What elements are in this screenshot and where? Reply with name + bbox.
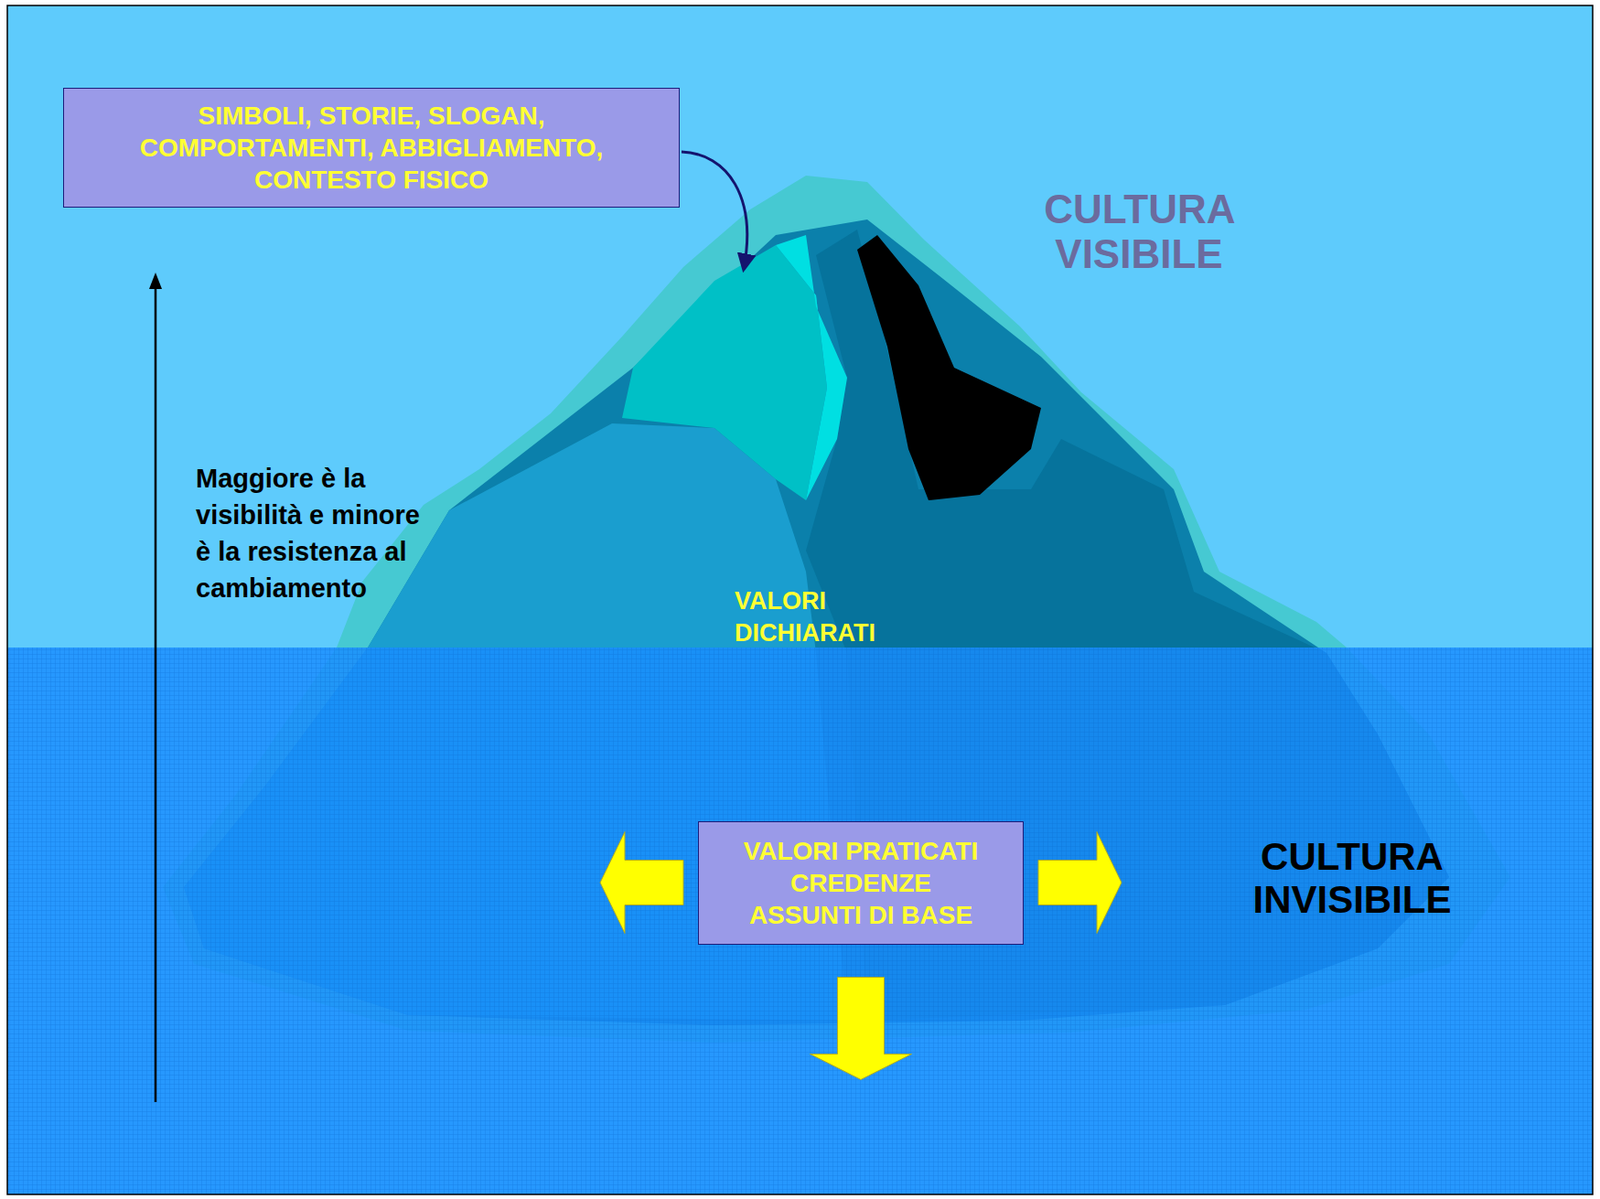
layer-label-wrap: VALORI DICHIARATI bbox=[734, 585, 876, 650]
box-text: VALORI PRATICATI CREDENZE ASSUNTI DI BAS… bbox=[735, 835, 987, 932]
iceberg-top-face bbox=[622, 245, 827, 501]
spread-arrow bbox=[600, 832, 684, 935]
frame bbox=[7, 5, 1593, 1195]
spread-arrow-shape bbox=[600, 832, 684, 935]
note-text-wrap: Maggiore è la visibilità e minore è la r… bbox=[195, 460, 425, 607]
water bbox=[7, 647, 1593, 1195]
zone-title: CULTURA VISIBILE bbox=[1043, 186, 1235, 278]
zone-title-wrap: CULTURA INVISIBILE bbox=[1252, 835, 1451, 922]
leader-arrow bbox=[681, 151, 748, 269]
spread-arrow-shape bbox=[810, 977, 913, 1081]
water-texture bbox=[7, 647, 1593, 1195]
sky bbox=[7, 5, 1593, 1195]
zone-title-wrap: CULTURA VISIBILE bbox=[1043, 186, 1235, 278]
note-text: Maggiore è la visibilità e minore è la r… bbox=[195, 460, 425, 607]
zone-title: CULTURA INVISIBILE bbox=[1252, 835, 1451, 922]
spread-arrow-shape bbox=[1038, 832, 1122, 935]
callout-box: SIMBOLI, STORIE, SLOGAN, COMPORTAMENTI, … bbox=[63, 87, 680, 208]
axis-head bbox=[149, 272, 162, 290]
box-text: SIMBOLI, STORIE, SLOGAN, COMPORTAMENTI, … bbox=[88, 99, 655, 196]
core-values-box: VALORI PRATICATI CREDENZE ASSUNTI DI BAS… bbox=[697, 821, 1024, 945]
iceberg-light-strip bbox=[775, 235, 848, 501]
spread-arrow bbox=[810, 977, 913, 1081]
iceberg-cave bbox=[857, 235, 1042, 501]
spread-arrow bbox=[1038, 832, 1122, 935]
visibility-axis bbox=[154, 285, 158, 1103]
layer-label: VALORI DICHIARATI bbox=[734, 585, 876, 650]
